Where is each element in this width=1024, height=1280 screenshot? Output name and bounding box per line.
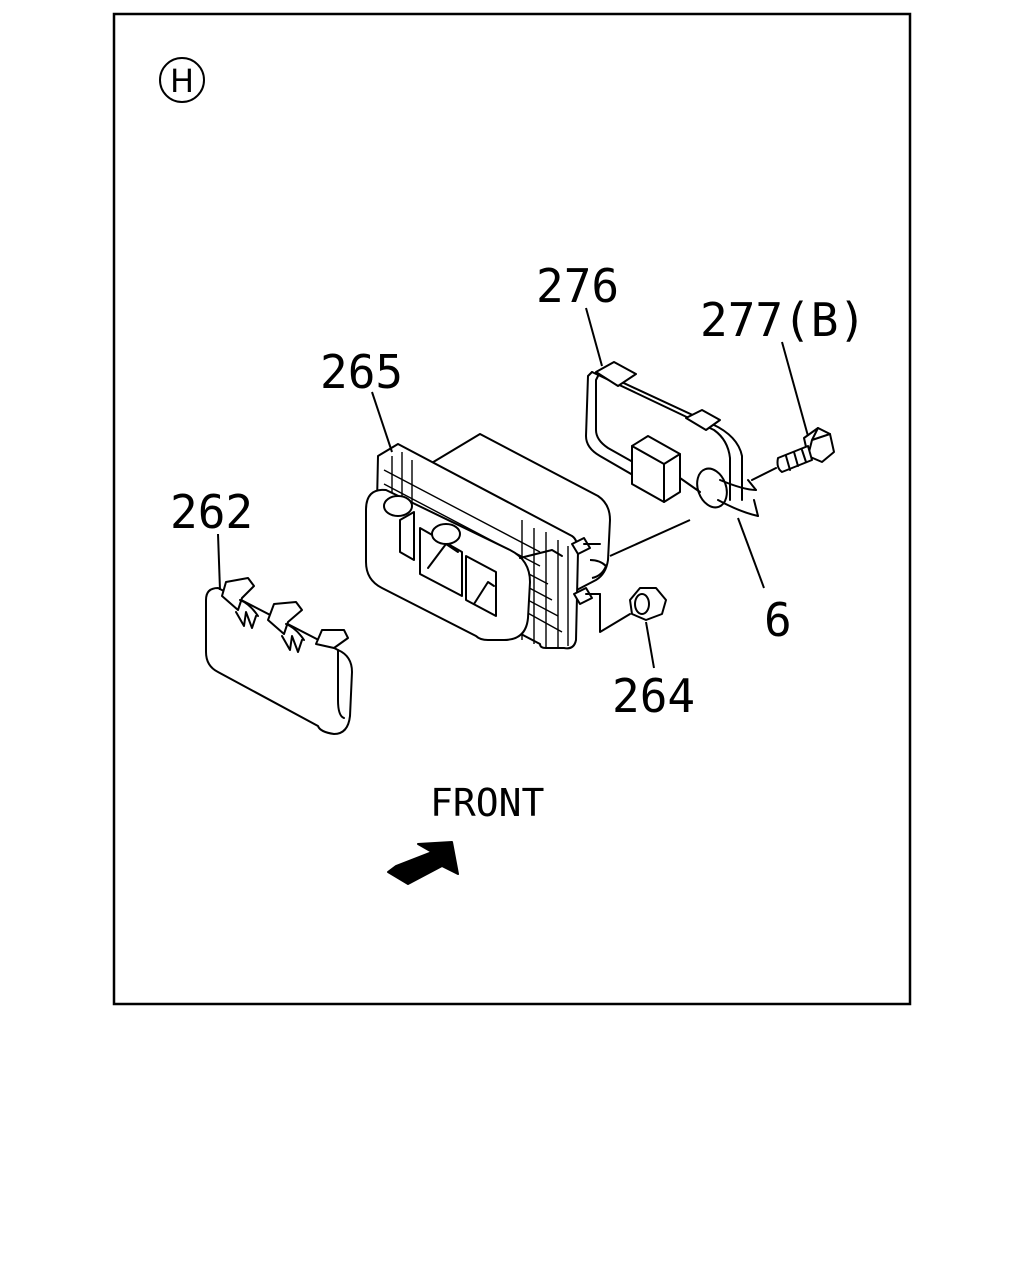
front-arrow-icon <box>387 841 459 885</box>
leader-277 <box>781 341 809 437</box>
view-badge-circle <box>159 57 205 103</box>
view-badge: H <box>159 57 205 103</box>
leader-262 <box>217 533 221 591</box>
part-264-nut <box>599 587 667 633</box>
leader-6 <box>737 517 765 589</box>
callout-276: 276 <box>536 259 619 313</box>
leader-264 <box>645 621 655 669</box>
leader-276 <box>585 307 603 367</box>
callout-262: 262 <box>170 485 253 539</box>
assembly-line-upper <box>609 519 691 557</box>
assembly-line-slot <box>589 559 608 579</box>
callout-264: 264 <box>612 669 695 723</box>
part-265-housing <box>365 433 611 650</box>
callout-265: 265 <box>320 345 403 399</box>
part-277-bolt <box>751 427 835 481</box>
callout-277b: 277(B) <box>700 293 866 347</box>
leader-265 <box>371 391 393 453</box>
diagram-frame <box>112 12 912 1006</box>
view-badge-text: H <box>170 62 194 100</box>
front-label: FRONT <box>430 781 544 825</box>
part-262-cover <box>205 577 353 735</box>
callout-6: 6 <box>764 593 792 647</box>
part-276-harness <box>585 361 759 517</box>
